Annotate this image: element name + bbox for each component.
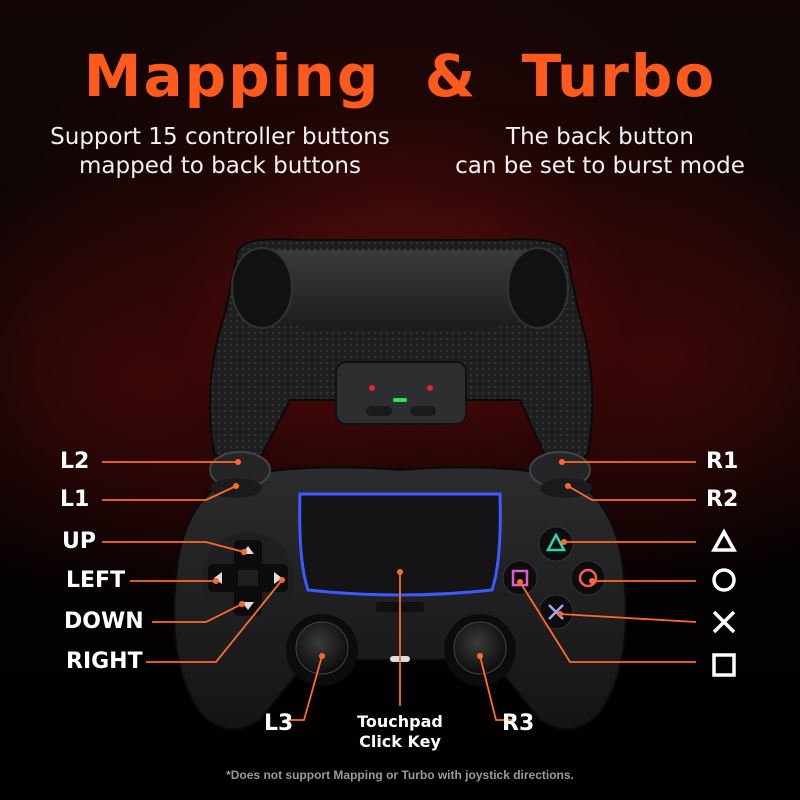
label-r2: R2: [706, 487, 739, 512]
right-stick: [453, 621, 507, 675]
subtitle-turbo: The back button can be set to burst mode: [430, 123, 770, 181]
line-right: [146, 579, 283, 663]
leader-dots: [213, 459, 595, 659]
subtitle-mapping-line2: mapped to back buttons: [79, 153, 361, 179]
dpad-down: [234, 586, 262, 616]
controller-back-view: [209, 238, 594, 467]
headline-word-mapping: Mapping: [83, 42, 381, 110]
face-buttons: [502, 526, 606, 630]
label-touchpad-line1: Touchpad: [357, 712, 443, 731]
square-button: [502, 560, 538, 596]
dpad-left: [208, 564, 238, 592]
dpad: [202, 532, 294, 624]
subtitle-mapping-line1: Support 15 controller buttons: [50, 124, 390, 150]
label-left: LEFT: [66, 568, 126, 593]
label-l2: L2: [60, 449, 90, 474]
label-l1: L1: [60, 487, 90, 512]
dpad-right: [258, 564, 288, 592]
touchpad: [298, 492, 502, 597]
label-r1: R1: [706, 449, 739, 474]
circle-button: [570, 560, 606, 596]
back-button-module: [335, 361, 467, 425]
subtitle-turbo-line1: The back button: [506, 124, 694, 150]
label-r3: R3: [502, 711, 535, 736]
label-down: DOWN: [64, 609, 144, 634]
line-square: [519, 581, 696, 663]
cross-icon: [712, 610, 736, 634]
line-up: [102, 541, 245, 553]
back-trigger-left: [231, 247, 293, 329]
subtitle-turbo-line2: can be set to burst mode: [455, 153, 745, 179]
headline: Mapping & Turbo: [0, 42, 800, 110]
triangle-icon: [711, 528, 737, 552]
subtitle-mapping: Support 15 controller buttons mapped to …: [40, 123, 400, 181]
circle-icon: [712, 568, 736, 592]
label-up: UP: [62, 529, 96, 554]
line-l3: [284, 655, 323, 721]
symbol-icons: [711, 528, 737, 677]
line-down: [152, 603, 243, 623]
line-l1: [102, 485, 237, 501]
label-touchpad-line2: Click Key: [359, 732, 441, 751]
back-trigger-right: [507, 247, 569, 329]
dpad-up: [234, 540, 262, 570]
line-cross: [559, 613, 697, 623]
triangle-button: [538, 526, 574, 562]
line-r3: [479, 655, 514, 721]
label-right: RIGHT: [66, 649, 143, 674]
square-icon: [712, 653, 736, 677]
left-stick: [295, 621, 349, 675]
line-r2: [567, 485, 696, 501]
leader-lines: [102, 461, 697, 721]
label-l3: L3: [264, 711, 294, 736]
headline-word-turbo: Turbo: [521, 42, 717, 110]
label-touchpad: Touchpad Click Key: [340, 712, 460, 752]
footnote: *Does not support Mapping or Turbo with …: [226, 768, 574, 782]
headline-ampersand: &: [424, 42, 478, 110]
